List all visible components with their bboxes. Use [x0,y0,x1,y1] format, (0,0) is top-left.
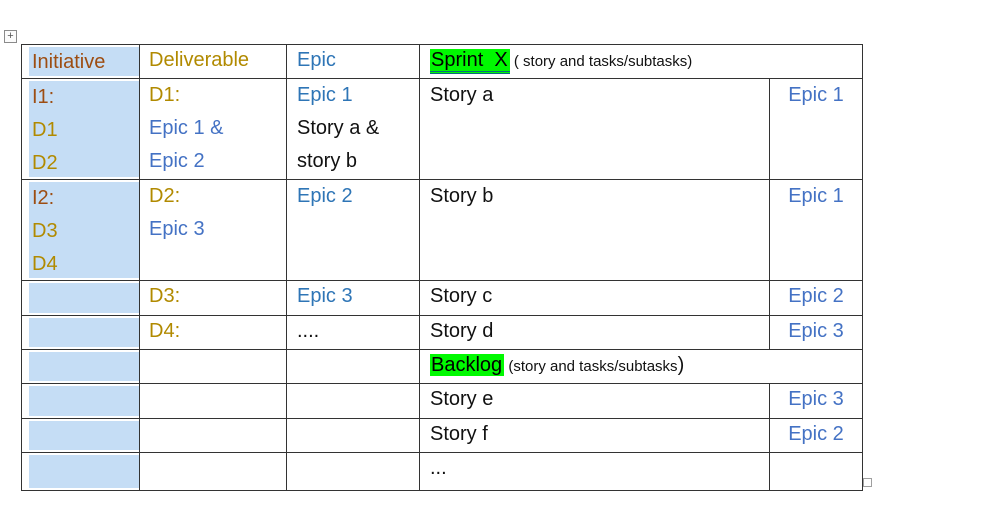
epic-2-label: Epic 2 [297,185,353,207]
header-initiative-label: Initiative [32,51,106,73]
cell-r6-initiative[interactable] [21,383,140,419]
cell-r2-epic-ref[interactable]: Epic 1 [769,179,863,281]
story-c-epic-ref: Epic 2 [788,285,844,307]
cell-r7-deliverable[interactable] [139,418,287,453]
cell-r5-initiative[interactable] [21,349,140,384]
cell-r6-epic[interactable] [286,383,420,419]
cell-r4-epic-ref[interactable]: Epic 3 [769,315,863,350]
table-row: ... [21,452,863,491]
cell-r7-epic[interactable] [286,418,420,453]
cell-r2-story[interactable]: Story b [419,179,770,281]
epic-3-label: Epic 3 [297,285,353,307]
backlog-row: Backlog (story and tasks/subtasks) [21,349,863,384]
deliverable-epic2: Epic 2 [149,150,205,172]
header-epic-label: Epic [297,49,336,71]
cell-r8-deliverable[interactable] [139,452,287,491]
cell-r3-story[interactable]: Story c [419,280,770,316]
table-row: I2: D3 D4 D2: Epic 3 Epic 2 Story b Epic… [21,179,863,281]
deliverable-epic1: Epic 1 & [149,117,224,139]
cell-r3-initiative[interactable] [21,280,140,316]
deliverable-d3-row: D3: [149,285,181,307]
cell-r1-deliverable[interactable]: D1: Epic 1 & Epic 2 [139,78,287,180]
story-d: Story d [430,320,494,342]
header-cell-initiative[interactable]: Initiative [21,44,140,79]
deliverable-d2: D2: [149,185,181,207]
story-f-epic-ref: Epic 2 [788,423,844,445]
table-move-handle-icon[interactable]: + [4,30,17,43]
cell-r8-initiative[interactable] [21,452,140,491]
initiative-d1: D1 [32,119,58,141]
story-a: Story a [430,84,494,106]
story-e-epic-ref: Epic 3 [788,388,844,410]
table-row: D3: Epic 3 Story c Epic 2 [21,280,863,316]
header-deliverable-label: Deliverable [149,49,250,71]
header-row: Initiative Deliverable Epic Sprint X ( s… [21,44,863,79]
sprint-x-highlight: Sprint X [430,49,510,74]
header-cell-deliverable[interactable]: Deliverable [139,44,287,79]
backlog-close-paren: ) [677,354,685,376]
initiative-i2: I2: [32,187,55,209]
story-ellipsis: ... [430,457,447,479]
story-a-epic-ref: Epic 1 [788,84,844,106]
story-b-epic-ref: Epic 1 [788,185,844,207]
cell-r6-story[interactable]: Story e [419,383,770,419]
table-row: Story f Epic 2 [21,418,863,453]
epic-ellipsis: .... [297,320,320,342]
story-b: Story b [430,185,494,207]
backlog-highlight: Backlog [430,354,505,376]
cell-r2-deliverable[interactable]: D2: Epic 3 [139,179,287,281]
planning-table: Initiative Deliverable Epic Sprint X ( s… [21,44,863,491]
deliverable-d1: D1: [149,84,181,106]
backlog-note: (story and tasks/subtasks [504,358,678,375]
initiative-d4: D4 [32,253,58,275]
deliverable-d4-row: D4: [149,320,181,342]
cell-r8-story[interactable]: ... [419,452,770,491]
cell-r1-initiative[interactable]: I1: D1 D2 [21,78,140,180]
initiative-d3: D3 [32,220,58,242]
cell-r2-epic[interactable]: Epic 2 [286,179,420,281]
cell-r4-story[interactable]: Story d [419,315,770,350]
table-row: D4: .... Story d Epic 3 [21,315,863,350]
epic-1-label: Epic 1 [297,84,353,106]
table-resize-handle[interactable] [863,478,872,487]
cell-r1-epic-ref[interactable]: Epic 1 [769,78,863,180]
story-f: Story f [430,423,488,445]
story-d-epic-ref: Epic 3 [788,320,844,342]
header-cell-sprint[interactable]: Sprint X ( story and tasks/subtasks) [419,44,863,79]
deliverable-epic3: Epic 3 [149,218,205,240]
cell-r6-deliverable[interactable] [139,383,287,419]
cell-r4-deliverable[interactable]: D4: [139,315,287,350]
table-row: Story e Epic 3 [21,383,863,419]
cell-r3-epic-ref[interactable]: Epic 2 [769,280,863,316]
cell-r3-epic[interactable]: Epic 3 [286,280,420,316]
table-row: I1: D1 D2 D1: Epic 1 & Epic 2 Epic 1 Sto… [21,78,863,180]
cell-r4-initiative[interactable] [21,315,140,350]
cell-r8-epic[interactable] [286,452,420,491]
cell-r1-epic[interactable]: Epic 1 Story a & story b [286,78,420,180]
story-e: Story e [430,388,494,410]
sprint-note: ( story and tasks/subtasks) [509,53,693,70]
cell-r1-story[interactable]: Story a [419,78,770,180]
epic-story-b: story b [297,150,358,172]
header-cell-epic[interactable]: Epic [286,44,420,79]
cell-r3-deliverable[interactable]: D3: [139,280,287,316]
cell-backlog-header[interactable]: Backlog (story and tasks/subtasks) [419,349,863,384]
cell-r8-epic-ref[interactable] [769,452,863,491]
cell-r7-epic-ref[interactable]: Epic 2 [769,418,863,453]
cell-r6-epic-ref[interactable]: Epic 3 [769,383,863,419]
initiative-i1: I1: [32,86,55,108]
cell-r7-initiative[interactable] [21,418,140,453]
initiative-d2: D2 [32,152,58,174]
cell-r7-story[interactable]: Story f [419,418,770,453]
cell-r5-epic[interactable] [286,349,420,384]
cell-r4-epic[interactable]: .... [286,315,420,350]
story-c: Story c [430,285,493,307]
cell-r2-initiative[interactable]: I2: D3 D4 [21,179,140,281]
epic-story-a: Story a & [297,117,380,139]
cell-r5-deliverable[interactable] [139,349,287,384]
